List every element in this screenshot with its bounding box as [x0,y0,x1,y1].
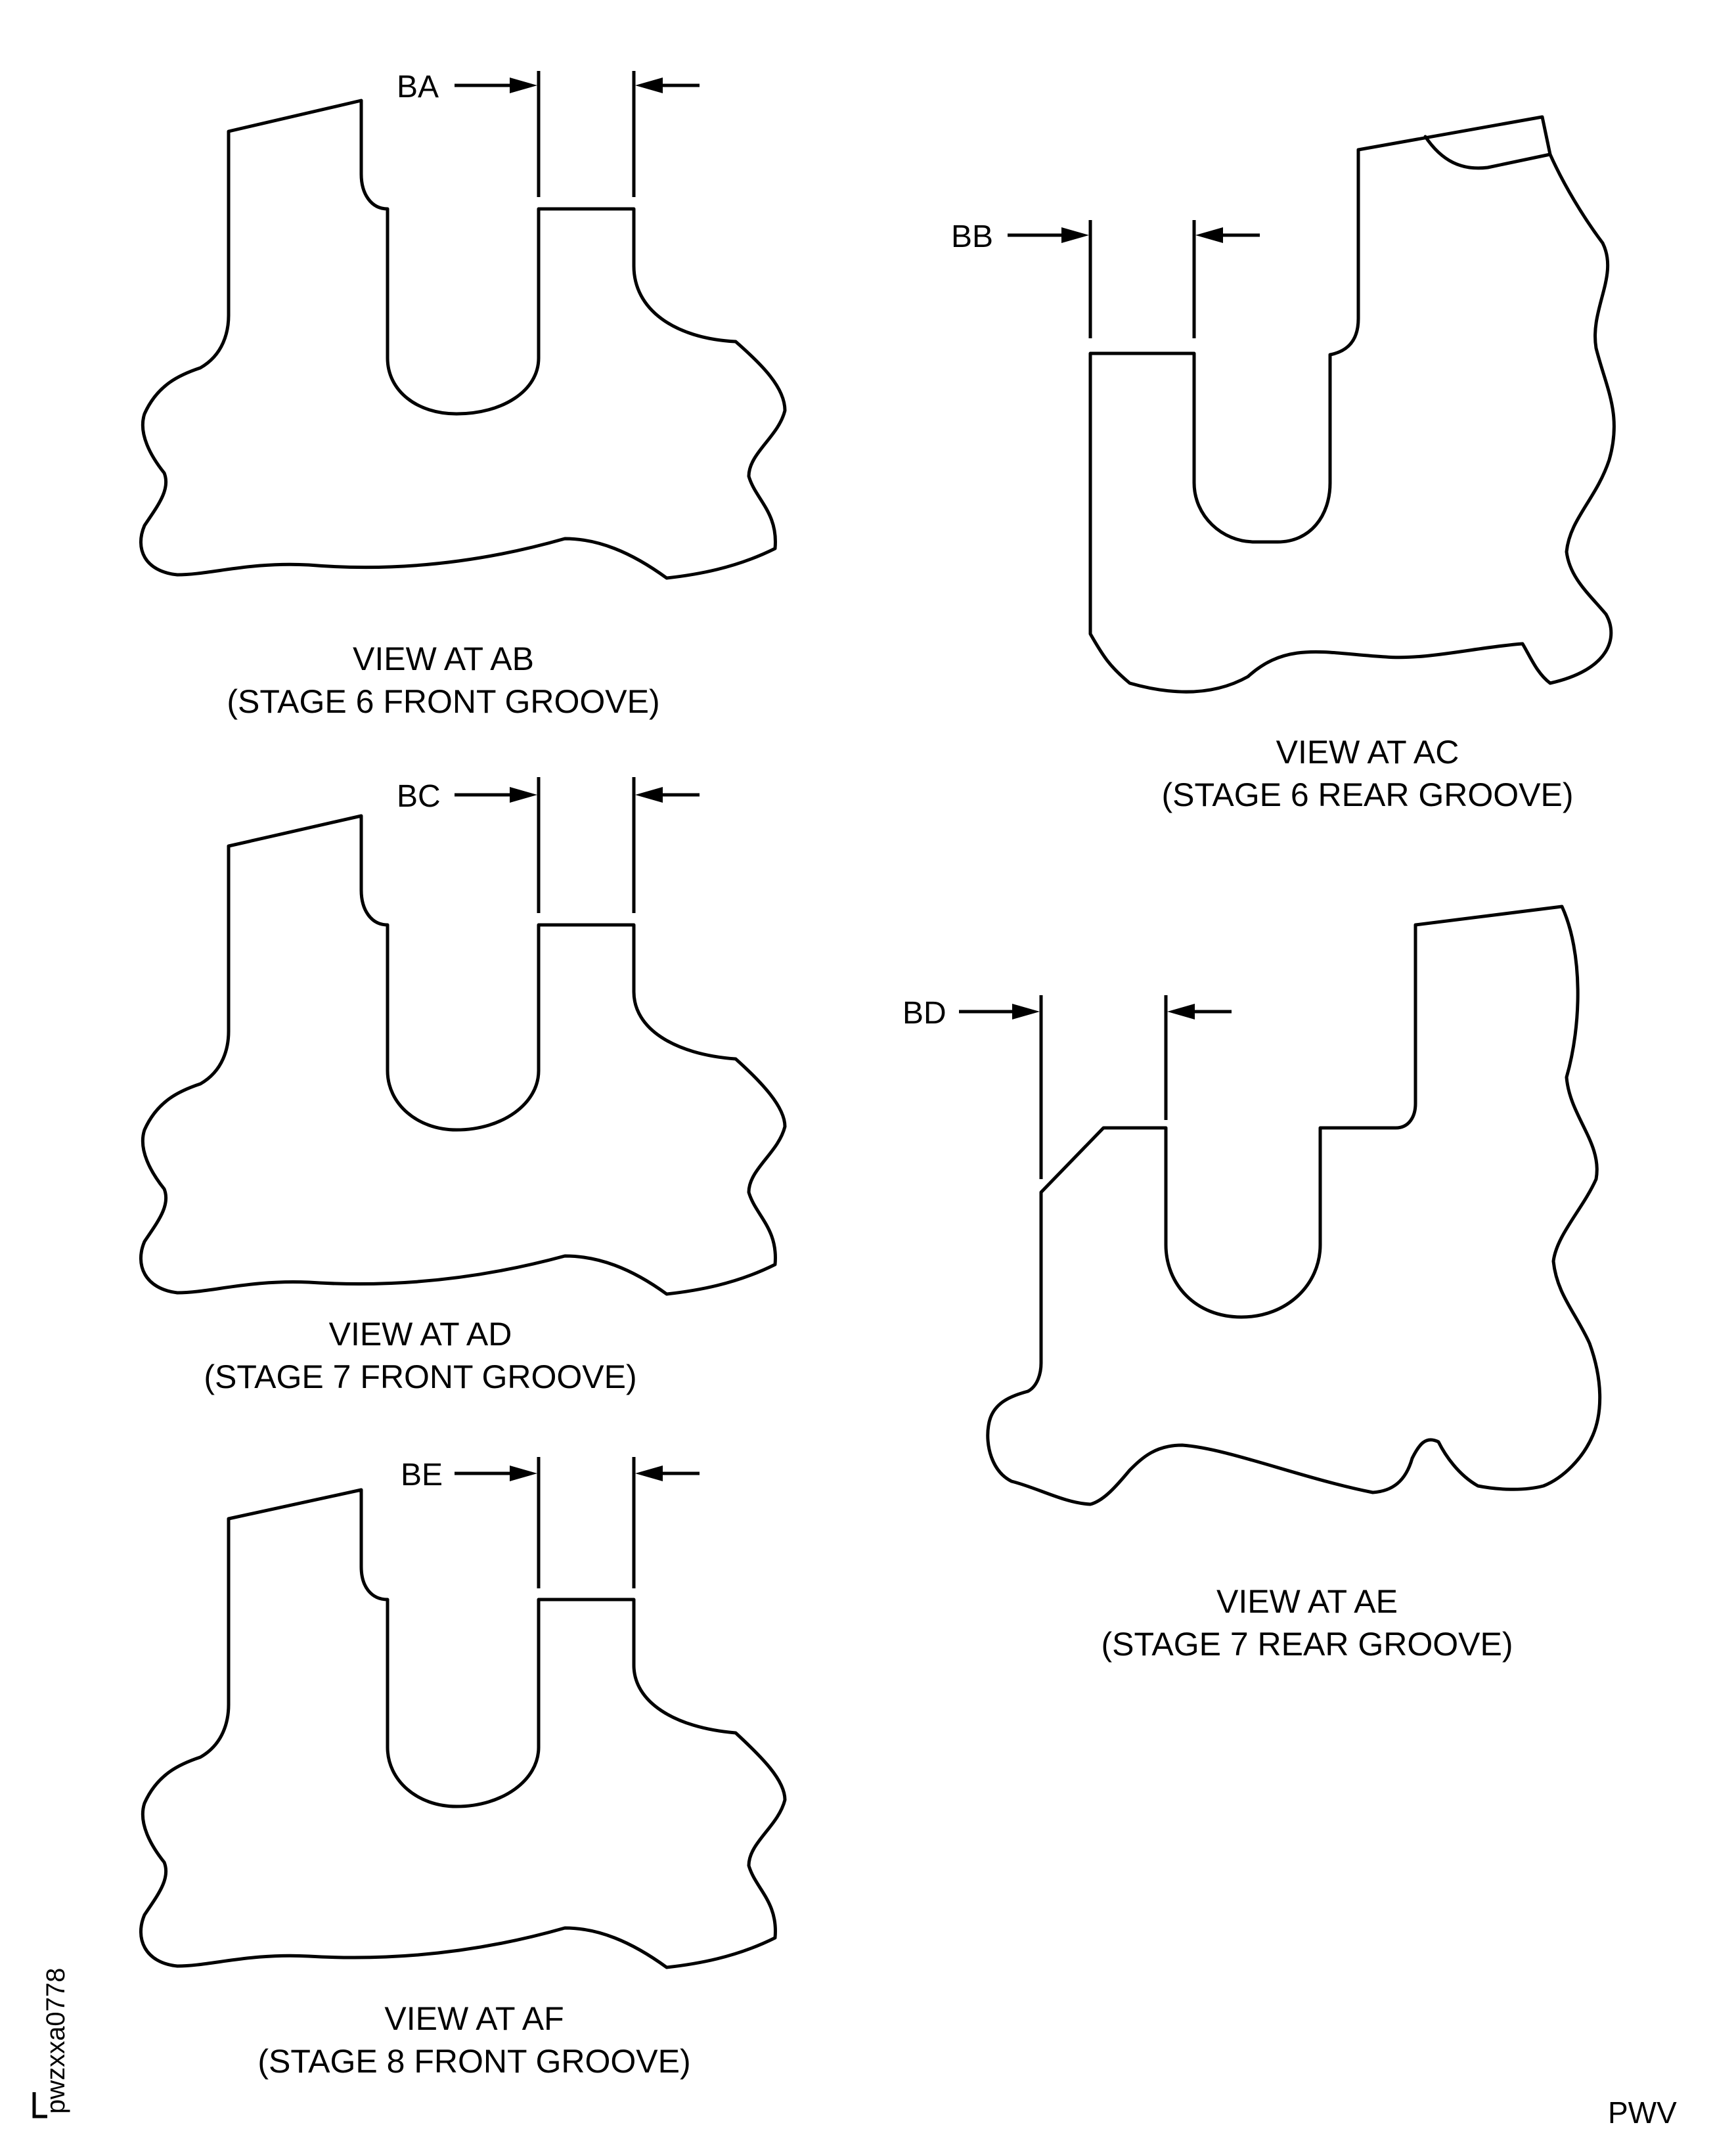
view-af-arrow-left-head [510,1466,537,1481]
view-ab-arrow-left-head [510,78,537,93]
view-ab-arrow-right-head [635,78,663,93]
view-af-outline [139,1488,787,1969]
view-ae-outline [986,905,1602,1506]
view-ad: BC VIEW AT AD (STAGE 7 FRONT GROOVE) [139,777,787,1395]
view-ab: BA VIEW AT AB (STAGE 6 FRONT GROOVE) [139,70,787,720]
view-ad-caption-line1: VIEW AT AD [329,1316,512,1353]
view-ac-dimension-label: BB [951,219,993,254]
view-af-arrow-right-head [635,1466,663,1481]
view-ac-arrow-left-head [1061,227,1089,243]
corner-mark: PWV [1608,2095,1677,2130]
view-ad-arrow-left-head [510,787,537,803]
view-af: BE VIEW AT AF (STAGE 8 FRONT GROOVE) [139,1457,787,2080]
view-ad-arrow-right-head [635,787,663,803]
view-ae-arrow-left-head [1012,1004,1040,1019]
figure-id: pwzxxa0778 [41,1968,70,2114]
view-ac-caption-line1: VIEW AT AC [1276,734,1459,771]
view-ab-dimension-label: BA [397,70,439,104]
view-ab-caption-line1: VIEW AT AB [353,640,534,677]
view-ae-dimension-label: BD [902,996,946,1031]
view-af-dimension-label: BE [401,1458,443,1492]
view-ac-arrow-right-head [1195,227,1223,243]
view-af-caption-line2: (STAGE 8 FRONT GROOVE) [257,2043,690,2080]
view-ad-outline [139,814,787,1296]
view-ae-arrow-right-head [1167,1004,1195,1019]
view-ad-caption-line2: (STAGE 7 FRONT GROOVE) [204,1358,636,1395]
figure-id-block: pwzxxa0778 [32,1968,70,2118]
view-ac-caption-line2: (STAGE 6 REAR GROOVE) [1162,776,1574,813]
view-ac-corner-detail [1423,135,1552,170]
view-ad-dimension-label: BC [397,779,441,814]
view-ab-outline [139,99,787,580]
view-ae-caption-line1: VIEW AT AE [1216,1583,1398,1620]
view-ac-outline [1088,115,1616,694]
view-ae: BD VIEW AT AE (STAGE 7 REAR GROOVE) [902,905,1602,1663]
figure-id-bracket [32,2092,47,2118]
view-ac: BB VIEW AT AC (STAGE 6 REAR GROOVE) [951,115,1616,813]
view-ab-caption-line2: (STAGE 6 FRONT GROOVE) [227,683,659,720]
view-af-caption-line1: VIEW AT AF [384,2000,564,2037]
view-ae-caption-line2: (STAGE 7 REAR GROOVE) [1102,1626,1513,1663]
